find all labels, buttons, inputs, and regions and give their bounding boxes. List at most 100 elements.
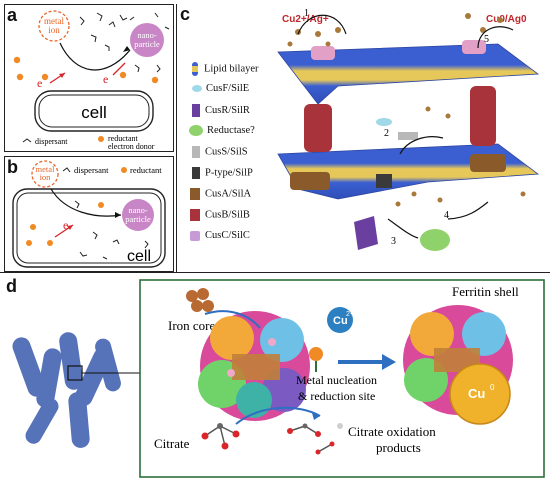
reductase-icon <box>189 125 203 137</box>
citrate-label: Citrate <box>154 436 190 451</box>
oxidation-products <box>287 423 343 455</box>
cusb-pillar-2 <box>470 86 496 146</box>
reaction-arrow <box>59 42 131 71</box>
cell-inner <box>38 94 150 128</box>
ions-out-label: Cu0/Ag0 <box>486 14 527 25</box>
electron-label: e <box>63 218 68 232</box>
legend-label: CusC/SilC <box>205 230 250 241</box>
cell-outer <box>34 90 154 132</box>
legend-label: Reductase? <box>207 125 255 136</box>
cusa-block-2 <box>470 154 506 172</box>
metal-ion-circle <box>38 10 70 42</box>
metal-ion-text-1: metal <box>36 164 56 174</box>
dispersant-squiggles <box>74 200 149 260</box>
electron-label-2: e <box>103 72 108 86</box>
panel-d-label: d <box>6 276 17 296</box>
dispersant-icon <box>62 167 71 173</box>
membrane-diagram: Cu2+/Ag+ Cu0/Ag0 <box>277 8 540 251</box>
cusa-icon <box>190 188 200 200</box>
step-1: 1 <box>304 8 309 19</box>
legend-label: CusF/SilE <box>206 83 250 94</box>
cell-label: cell <box>127 248 151 265</box>
electron-label-1: e <box>37 76 42 90</box>
outer-membrane <box>277 43 540 105</box>
cusf-icon <box>192 85 202 93</box>
reaction-arrowhead <box>123 46 130 52</box>
step-2: 2 <box>384 128 389 139</box>
step-3: 3 <box>391 236 396 247</box>
legend-item-reductase: Reductase? <box>189 125 255 137</box>
bacteria-cluster <box>12 332 121 448</box>
reductase-shape <box>420 229 450 251</box>
reductant-dots <box>13 56 159 84</box>
step-4-arrow <box>447 201 489 220</box>
ptype-block <box>376 174 392 188</box>
electron-dot-1 <box>227 369 235 377</box>
step-3-arrow <box>387 218 419 239</box>
legend-dispersant: dispersant <box>35 137 68 146</box>
divider-horizontal <box>0 272 550 273</box>
cuss-block <box>398 132 418 140</box>
panel-a: a metal ion nano- particle e e <box>4 4 174 152</box>
cusc-channel-2 <box>462 40 486 54</box>
reaction-arrow <box>50 188 122 217</box>
cell-label: cell <box>81 103 107 122</box>
nanoparticle-text-2: particle <box>125 214 151 224</box>
nanoparticle-circle <box>122 199 154 231</box>
nanoparticle-circle <box>130 23 164 57</box>
cusr-shape <box>354 216 378 250</box>
divider-vertical <box>176 4 177 272</box>
iron-core-label: Iron core <box>168 318 216 333</box>
cusc-channel-1 <box>311 46 335 60</box>
panel-a-label: a <box>7 5 18 25</box>
metal-ion-text-2: ion <box>40 172 52 182</box>
legend-item-cusr: CusR/SilR <box>192 104 250 117</box>
cell-inner <box>16 192 162 264</box>
ions-in-label: Cu2+/Ag+ <box>282 14 329 25</box>
inset-frame <box>139 279 545 478</box>
legend-item-cusc: CusC/SilC <box>190 230 250 241</box>
metal-ion-text-2: ion <box>48 25 60 35</box>
metal-site-label-1: Metal nucleation <box>296 373 377 387</box>
iron-arrow <box>204 310 261 329</box>
step-1-arrow <box>297 14 347 35</box>
panel-c-label: c <box>180 4 191 24</box>
dispersant-label: dispersant <box>74 165 109 175</box>
legend-label: CusA/SilA <box>205 188 252 200</box>
cu-zero-label: Cu <box>468 386 485 401</box>
cu-nanoparticle <box>449 363 511 425</box>
electron-arrow-2 <box>112 62 126 76</box>
ion-dots <box>287 13 526 207</box>
metal-ion-text-1: metal <box>44 16 64 26</box>
panel-b: b metal ion dispersant reductant nano- p… <box>4 156 174 272</box>
legend-label: P-type/SilP <box>205 167 253 179</box>
reductant-label: reductant <box>130 165 162 175</box>
legend-reductant-icon <box>98 136 104 142</box>
cusa-block-1 <box>290 172 330 190</box>
metal-site-label-2: & reduction site <box>298 389 375 403</box>
citrate-products-label-1: Citrate oxidation <box>348 424 436 439</box>
nanoparticle-text-1: nano- <box>137 30 157 40</box>
cusb-icon <box>190 209 200 221</box>
panel-b-diagram: metal ion dispersant reductant nano- par… <box>12 160 166 268</box>
legend-label: CusB/SilB <box>205 209 250 221</box>
legend-label: CusS/SilS <box>205 146 248 158</box>
legend-item-ptype: P-type/SilP <box>192 167 253 179</box>
panel-a-diagram: metal ion nano- particle e e cell <box>13 10 170 151</box>
nanoparticle-text-1: nano- <box>128 205 148 215</box>
cu-zero-charge: 0 <box>490 383 495 392</box>
reductant-dots <box>26 202 104 246</box>
legend-item-cusb: CusB/SilB <box>190 209 250 221</box>
legend-item-lipid: Lipid bilayer <box>192 62 259 76</box>
nanoparticle-text-2: particle <box>134 39 160 49</box>
lipid-icon <box>192 62 198 76</box>
legend-dispersant-icon <box>22 138 32 143</box>
dispersant-squiggles <box>79 12 170 73</box>
step-4: 4 <box>444 210 449 221</box>
legend-label: CusR/SilR <box>205 104 250 116</box>
step-5: 5 <box>484 34 489 45</box>
legend-reductant-1: reductant <box>108 134 139 143</box>
cusf-shape <box>376 118 392 126</box>
legend-reductant-2: electron donor <box>108 142 155 151</box>
legend-label: Lipid bilayer <box>204 63 259 75</box>
